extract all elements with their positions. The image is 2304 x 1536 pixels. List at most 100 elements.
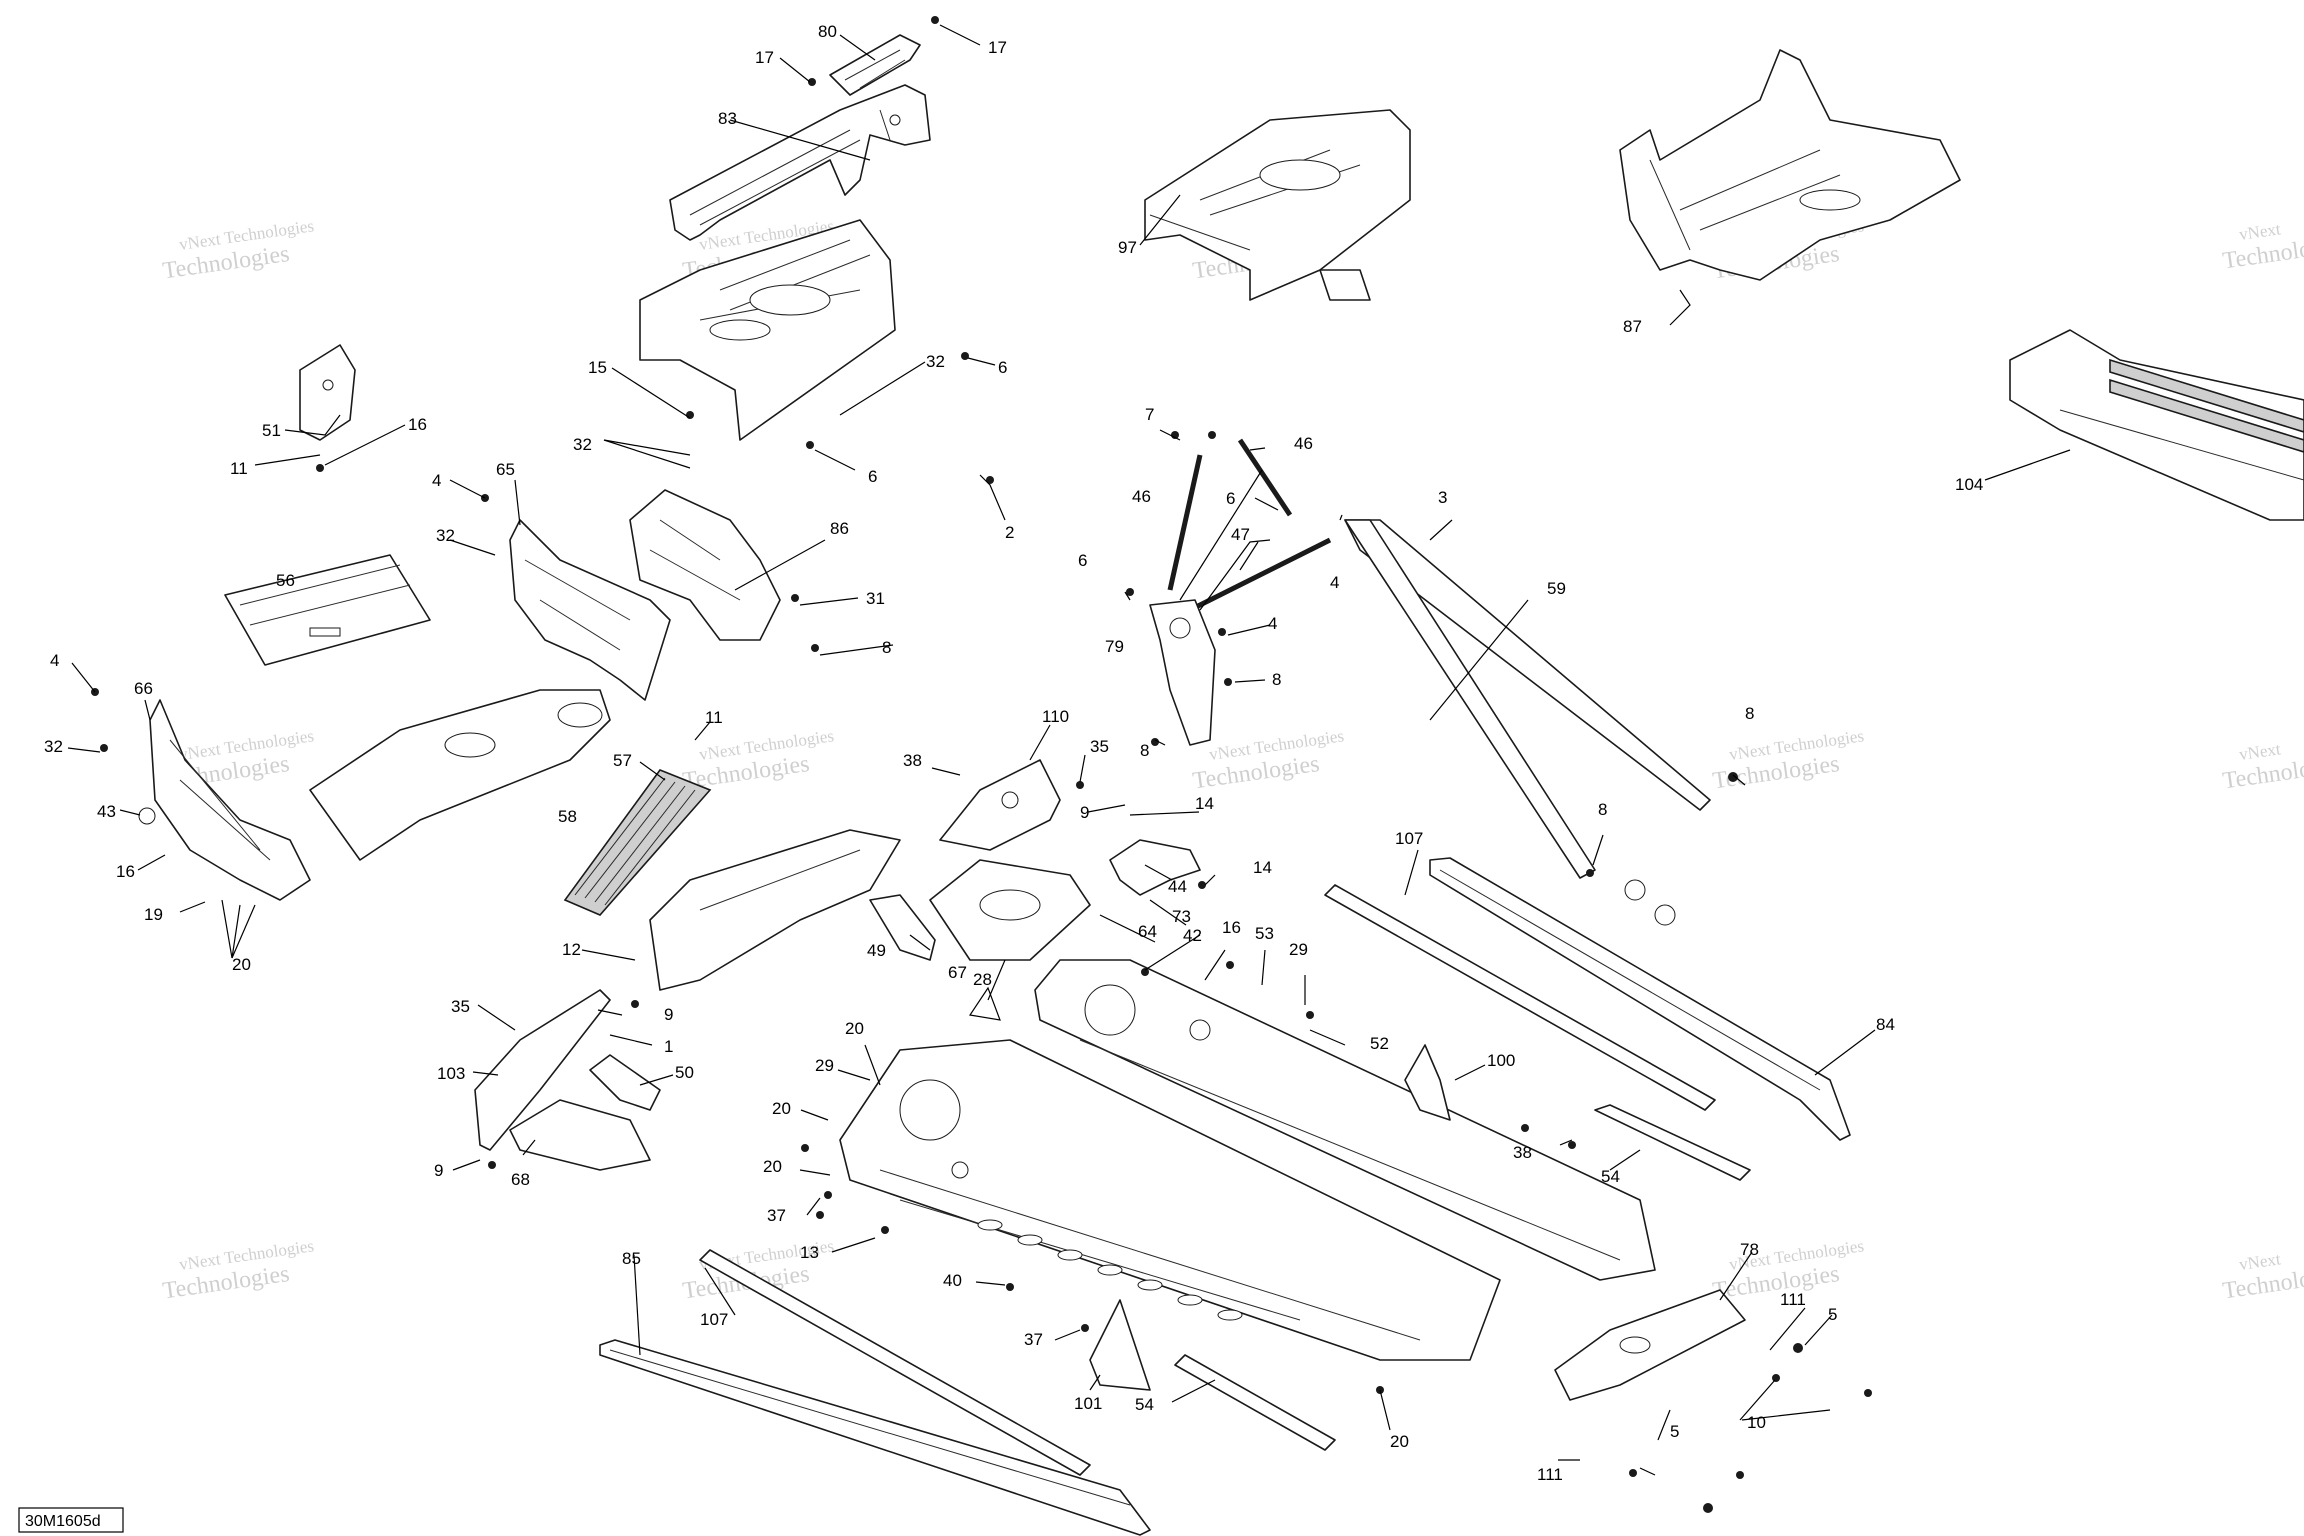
part-51-bracket [299,344,356,441]
callout-97: 97 [1118,238,1137,257]
callout-56: 56 [276,571,295,590]
part-86-bracket-assembly [629,489,781,641]
callout-57: 57 [613,751,632,770]
part-84-slide-rail [1429,857,1851,1141]
part-79-suspension-bracket [1149,599,1216,746]
callout-4: 4 [1330,573,1339,592]
callout-46: 46 [1132,487,1151,506]
callout-10: 10 [1747,1413,1766,1432]
watermark-mid-right: vNext Technologies Technologies [1711,726,1865,794]
part-103-frame [474,989,611,1151]
callout-111: 111 [1780,1290,1806,1309]
callout-78: 78 [1740,1240,1759,1259]
part-66-left-frame [138,699,311,901]
callout-107: 107 [1395,829,1423,848]
part-68-plate [509,1099,651,1171]
callout-53: 53 [1255,924,1274,943]
part-54-strip-right [1594,1104,1751,1181]
watermark-bottom-left: vNext Technologies Technologies [161,1236,315,1304]
callout-1: 1 [664,1037,673,1056]
callout-40: 40 [943,1271,962,1290]
callout-5: 5 [1670,1422,1679,1441]
part-50-bracket [589,1054,661,1111]
callout-3: 3 [1438,488,1447,507]
callout-43: 43 [97,802,116,821]
part-left-tunnel-side [839,1039,1501,1361]
callout-65: 65 [496,460,515,479]
callout-110: 110 [1042,707,1069,726]
part-87-chassis [1619,49,1961,281]
part-center-shroud [649,829,901,991]
part-97-chassis [1144,109,1411,301]
callout-100: 100 [1487,1051,1515,1070]
callout-46: 46 [1294,434,1313,453]
part-54-strip-left [1174,1354,1336,1451]
callout-59: 59 [1547,579,1566,598]
part-104-tunnel [2009,329,2304,521]
callout-9: 9 [434,1161,443,1180]
callout-29: 29 [1289,940,1308,959]
part-58-cooler [563,769,712,916]
callout-38: 38 [903,751,922,770]
callout-15: 15 [588,358,607,377]
callout-13: 13 [800,1243,819,1262]
watermark-right-edge-mid: vNext Technologies [2221,739,2304,794]
callout-44: 44 [1168,877,1187,896]
callout-54: 54 [1135,1395,1154,1414]
callout-85: 85 [622,1249,641,1268]
callout-8: 8 [882,638,891,657]
callout-20: 20 [845,1019,864,1038]
watermark-top-left: vNext Technologies Technologies [161,216,315,284]
callout-80: 80 [818,22,837,41]
callout-52: 52 [1370,1034,1389,1053]
callout-4: 4 [50,651,59,670]
part-80-bracket [829,34,921,96]
callout-104: 104 [1955,475,1983,494]
callout-2: 2 [1005,523,1014,542]
callout-29: 29 [815,1056,834,1075]
callout-20: 20 [232,955,251,974]
callout-49: 49 [867,941,886,960]
part-49-bracket [869,894,936,961]
callout-47: 47 [1231,525,1250,544]
callout-111: 111 [1537,1465,1563,1484]
part-83-steering-support [669,84,931,241]
callout-79: 79 [1105,637,1124,656]
part-85-slide-rail-left [599,1339,1151,1536]
callout-6: 6 [998,358,1007,377]
part-78-rear-bumper [1554,1289,1746,1401]
part-100-bracket [1404,1044,1451,1121]
watermark-right-edge-top: vNext Technologies [2221,219,2304,274]
callout-66: 66 [134,679,153,698]
part-56-plate [224,554,431,666]
reference-code: 30M1605d [18,1507,124,1533]
callout-11: 11 [230,459,248,478]
callout-58: 58 [558,807,577,826]
callout-107: 107 [700,1310,728,1329]
callout-11: 11 [705,708,723,727]
callout-4: 4 [432,471,441,490]
callout-87: 87 [1623,317,1642,336]
watermark-mid-center-left: vNext Technologies Technologies [681,726,835,794]
callout-16: 16 [408,415,427,434]
fasteners [91,16,1872,1513]
callout-6: 6 [1226,489,1235,508]
callout-32: 32 [926,352,945,371]
cooling-slots [977,1219,1243,1321]
callout-14: 14 [1195,794,1214,813]
callout-16: 16 [1222,918,1241,937]
part-upper-chassis-center [639,219,896,441]
part-107-rail-right [1324,884,1716,1111]
callout-51: 51 [262,421,281,440]
callout-54: 54 [1601,1167,1620,1186]
callout-32: 32 [44,737,63,756]
callout-83: 83 [718,109,737,128]
callout-7: 7 [1145,405,1154,424]
callout-8: 8 [1598,800,1607,819]
part-110-bracket [939,759,1061,851]
callout-14: 14 [1253,858,1272,877]
part-right-tunnel-side [1034,959,1656,1281]
callout-31: 31 [866,589,885,608]
callout-20: 20 [772,1099,791,1118]
